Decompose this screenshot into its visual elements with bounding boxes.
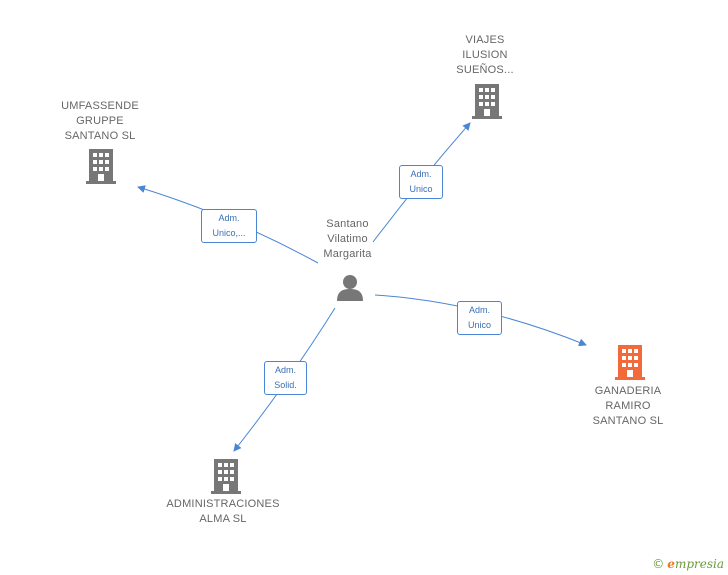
edge-label-line: Adm.: [274, 365, 296, 375]
edge-label-umfassende[interactable]: Adm. Unico,...: [201, 209, 257, 243]
building-icon[interactable]: [472, 83, 502, 119]
company-label-line: UMFASSENDE: [61, 100, 139, 112]
edge-label-line: Unico: [467, 320, 491, 330]
edge-label-line: Adm.: [218, 213, 240, 223]
company-label-line: SANTANO SL: [592, 415, 664, 427]
company-label-line: ADMINISTRACIONES: [166, 498, 280, 510]
company-label-line: SANTANO SL: [64, 130, 136, 142]
company-label-line: GRUPPE: [76, 115, 124, 127]
building-icon-highlighted[interactable]: [615, 344, 645, 380]
edge-label-line: Adm.: [468, 305, 490, 315]
company-label-line: ALMA SL: [199, 513, 247, 525]
company-label-viajes[interactable]: VIAJES ILUSION SUEÑOS...: [430, 33, 540, 78]
company-label-line: SUEÑOS...: [456, 64, 514, 76]
company-label-ganaderia[interactable]: GANADERIA RAMIRO SANTANO SL: [573, 384, 683, 429]
edge-label-line: Adm.: [410, 169, 432, 179]
company-label-line: ILUSION: [462, 49, 508, 61]
edge-label-administraciones[interactable]: Adm. Solid.: [264, 361, 307, 395]
building-icon[interactable]: [86, 148, 116, 184]
edge-label-viajes[interactable]: Adm. Unico: [399, 165, 443, 199]
brand-name: mpresia: [674, 557, 724, 571]
person-icon[interactable]: [335, 272, 365, 302]
edge-label-line: Solid.: [274, 380, 297, 390]
company-label-umfassende[interactable]: UMFASSENDE GRUPPE SANTANO SL: [45, 99, 155, 144]
center-label-line: Santano: [326, 218, 369, 230]
company-label-administraciones[interactable]: ADMINISTRACIONES ALMA SL: [148, 497, 298, 527]
center-label-line: Margarita: [323, 248, 372, 260]
company-label-line: GANADERIA: [594, 385, 662, 397]
company-label-line: VIAJES: [465, 34, 505, 46]
empresia-brand: ©empresia: [652, 557, 724, 571]
edge-label-line: Unico,...: [212, 228, 246, 238]
edge-label-ganaderia[interactable]: Adm. Unico: [457, 301, 502, 335]
edge-label-line: Unico: [409, 184, 433, 194]
company-label-line: RAMIRO: [605, 400, 651, 412]
building-icon[interactable]: [211, 458, 241, 494]
center-person-label[interactable]: Santano Vilatimo Margarita: [300, 217, 395, 262]
copyright-symbol: ©: [652, 557, 665, 571]
brand-initial: e: [667, 557, 675, 571]
center-label-line: Vilatimo: [327, 233, 368, 245]
